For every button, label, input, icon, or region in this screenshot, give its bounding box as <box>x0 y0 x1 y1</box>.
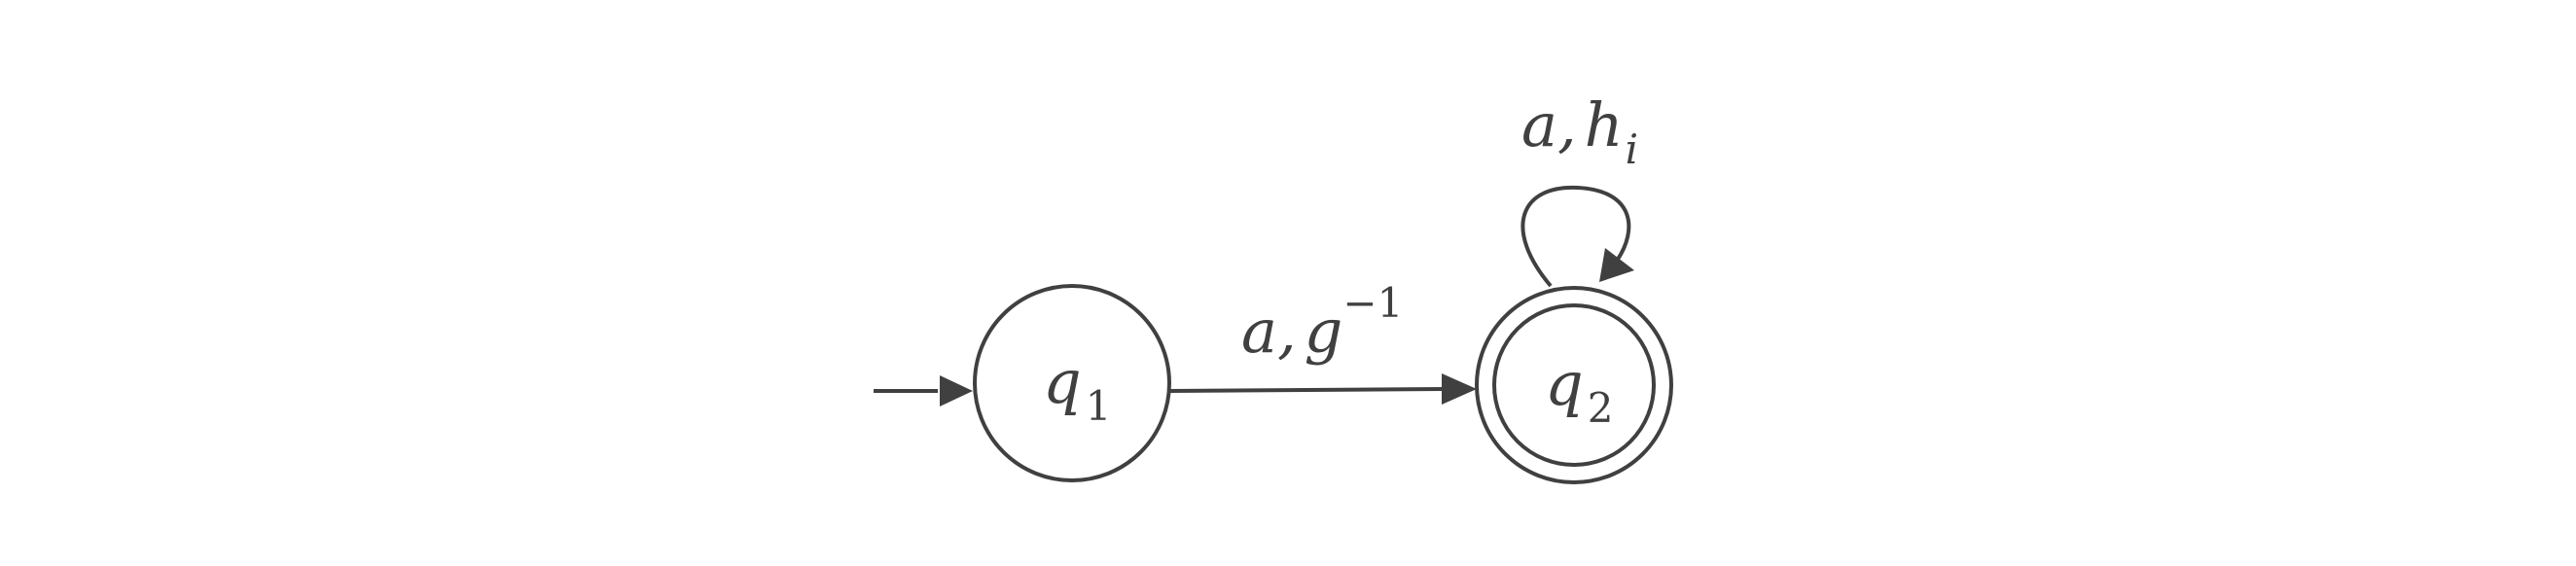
transition-q1-q2-arrowhead <box>1442 373 1477 405</box>
transition-q2-loop-label: a,hi <box>1521 89 1638 173</box>
state-q1-circle <box>973 284 1171 482</box>
state-q1-label: q1 <box>1043 346 1111 430</box>
state-q2-label: q2 <box>1545 348 1613 432</box>
transition-q2-loop-curve <box>1521 185 1631 288</box>
transition-q1-q2: a,g−1 <box>1168 279 1477 405</box>
transition-q2-loop-arrowhead <box>1599 248 1634 282</box>
transition-q1-q2-line <box>1168 387 1445 393</box>
state-q2-inner-circle <box>1492 303 1656 467</box>
state-q1: q1 <box>973 284 1171 482</box>
state-q2: q2 <box>1475 286 1673 484</box>
state-q2-outer-circle <box>1475 286 1673 484</box>
initial-arrow <box>874 375 973 407</box>
transition-q2-loop: a,hi <box>1521 89 1638 288</box>
transition-q1-q2-label: a,g−1 <box>1241 279 1403 367</box>
